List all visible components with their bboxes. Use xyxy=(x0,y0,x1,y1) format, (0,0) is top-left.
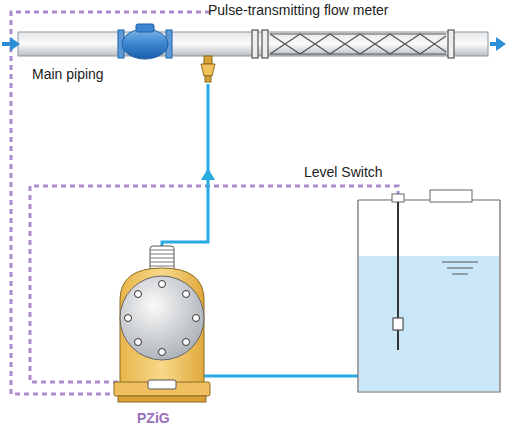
product-label: PZiG xyxy=(137,410,170,426)
component-label: Pulse-transmitting flow meter xyxy=(208,2,389,18)
component-label: Level Switch xyxy=(304,164,383,180)
pipe-label: Main piping xyxy=(32,66,104,82)
